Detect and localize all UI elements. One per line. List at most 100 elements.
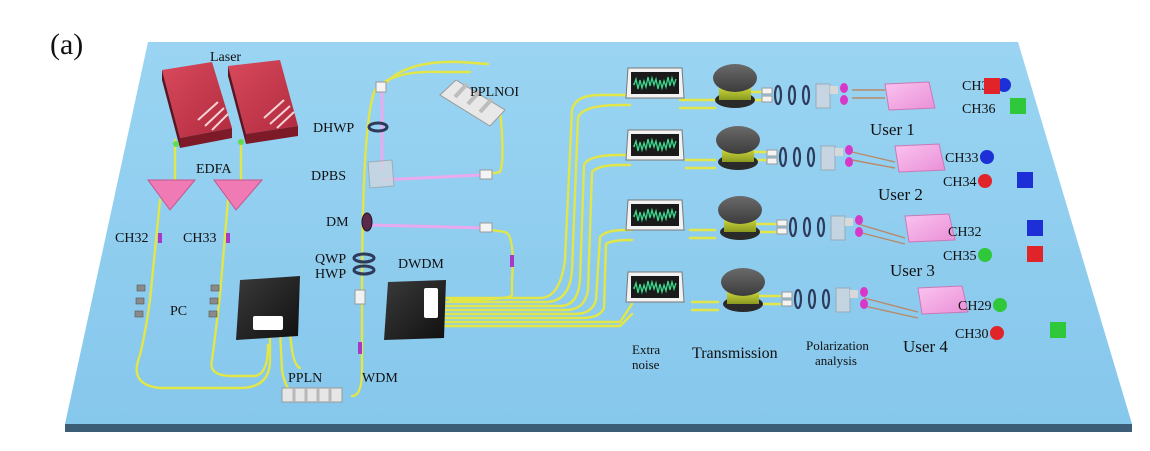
user-fibers (851, 89, 919, 319)
pol-pbs-2 (820, 145, 836, 171)
laser-1-output (173, 141, 179, 147)
optical-table-edge (65, 424, 1132, 432)
fiber-spool-3 (718, 196, 762, 240)
qubit-sphere-4-top (993, 298, 1007, 312)
pol-input-collimator-b-4 (781, 299, 793, 307)
label-pplnoi: PPLNOI (470, 85, 519, 100)
filter-ch32 (158, 233, 162, 243)
label-ch33-left: CH33 (183, 231, 216, 246)
user-3-channel-top: CH32 (948, 225, 981, 240)
label-ch32-left: CH32 (115, 231, 148, 246)
laser-2 (228, 60, 298, 144)
pol-pbs-small-4 (850, 290, 858, 298)
ppln-crystal (281, 387, 343, 403)
pol-input-collimator-4 (781, 291, 793, 299)
label-pol-analysis-line1: Polarization (806, 338, 869, 353)
filter-wdm (358, 342, 362, 354)
fiber-network (135, 60, 782, 398)
user-1-channel-bottom: CH36 (962, 102, 995, 117)
pol-input-collimator-2 (766, 149, 778, 157)
qubit-sphere-3-bottom (978, 248, 992, 262)
filter-ch33 (226, 233, 230, 243)
polarization-controller-1 (134, 284, 146, 318)
pplnoi-collimator (375, 81, 387, 93)
pol-input-collimator-b-3 (776, 227, 788, 235)
polarization-controller-2 (208, 284, 220, 318)
pol-pbs-1 (815, 83, 831, 109)
qubit-sphere-1-top (997, 78, 1011, 92)
user-4-channel-top: CH29 (958, 299, 991, 314)
waveplate-3-2 (802, 216, 812, 238)
panel-label: (a) (50, 28, 84, 61)
dpbs-cube (367, 159, 395, 189)
dhwp-plate (367, 121, 389, 133)
waveplate-2-3 (806, 146, 816, 168)
user-2-channel-top: CH33 (945, 151, 978, 166)
label-dwdm: DWDM (398, 257, 444, 272)
waveplate-1-3 (801, 84, 811, 106)
qubit-cube-1-top (984, 78, 1000, 94)
fiber-spool-2 (716, 126, 760, 170)
wdm-collimator (354, 289, 366, 305)
pol-pbs-small-3 (845, 218, 853, 226)
waveplate-2-1 (778, 146, 788, 168)
qubit-sphere-4-bottom (990, 326, 1004, 340)
user-box-2 (894, 143, 946, 173)
label-hwp: HWP (315, 267, 346, 282)
label-wdm: WDM (362, 371, 398, 386)
qubit-cube-1-bottom (1010, 98, 1026, 114)
user-box-1 (884, 81, 936, 111)
pplnoi-crystal (439, 79, 506, 127)
user-4-channel-bottom: CH30 (955, 327, 988, 342)
label-pc: PC (170, 304, 187, 319)
waveplate-3-3 (816, 216, 826, 238)
dwdm-box (384, 280, 446, 340)
extra-noise-box-4 (625, 271, 685, 303)
label-dm: DM (326, 215, 349, 230)
qubit-cube-3-top (1027, 220, 1043, 236)
waveplate-2-2 (792, 146, 802, 168)
label-transmission: Transmission (692, 345, 778, 362)
waveplate-1-2 (787, 84, 797, 106)
qubit-cube-2-bottom (1017, 172, 1033, 188)
pol-input-collimator-b-1 (761, 95, 773, 103)
pol-input-collimator-b-2 (766, 157, 778, 165)
label-ppln: PPLN (288, 371, 322, 386)
edfa-1 (147, 179, 197, 211)
pol-pbs-small-2 (835, 148, 843, 156)
qubit-cube-4-bottom (1050, 322, 1066, 338)
detector-4-a (860, 287, 868, 297)
detector-1-a (840, 83, 848, 93)
label-pol-analysis-line2: analysis (815, 353, 857, 368)
label-qwp: QWP (315, 252, 346, 267)
detector-3-b (855, 227, 863, 237)
pol-pbs-3 (830, 215, 846, 241)
waveplate-4-3 (821, 288, 831, 310)
user-label-2: User 2 (878, 185, 923, 204)
dm-collimator (479, 222, 493, 233)
label-dpbs: DPBS (311, 169, 346, 184)
detector-4-b (860, 299, 868, 309)
edfa-2 (213, 179, 264, 211)
label-extra-noise-line1: Extra (632, 342, 660, 357)
qubit-cube-3-bottom (1027, 246, 1043, 262)
user-label-1: User 1 (870, 120, 915, 139)
qubit-sphere-2-bottom (978, 174, 992, 188)
pol-input-collimator-1 (761, 87, 773, 95)
user-label-4: User 4 (903, 337, 948, 356)
labels: Laser EDFA CH32 CH33 PC PPLN WDM PPLNOI … (115, 50, 869, 386)
user-3-channel-bottom: CH35 (943, 249, 976, 264)
extra-noise-box-2 (625, 129, 685, 161)
beam-combiner-box (236, 276, 300, 340)
laser-1 (162, 62, 232, 148)
pol-pbs-4 (835, 287, 851, 313)
detector-1-b (840, 95, 848, 105)
extra-noise-box-1 (625, 67, 685, 99)
fiber-spool-1 (713, 64, 757, 108)
hwp-plate (352, 264, 376, 276)
user-label-3: User 3 (890, 261, 935, 280)
user-2-channel-bottom: CH34 (943, 175, 976, 190)
